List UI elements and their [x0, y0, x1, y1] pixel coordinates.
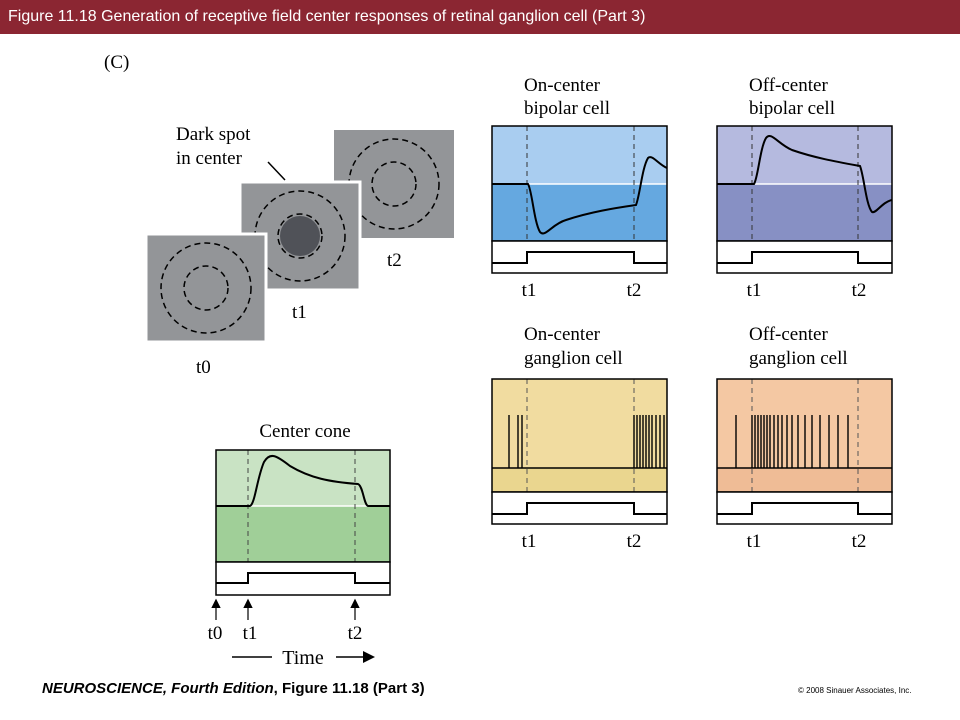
- axis-label-t1: t1: [747, 531, 762, 552]
- spike-train: [508, 415, 665, 468]
- axis-label-t1: t1: [522, 280, 537, 301]
- frame-label-t0: t0: [196, 357, 211, 378]
- center-ring: [371, 161, 417, 207]
- panel-title-line-1: Off-center: [749, 324, 828, 345]
- cone-response-trace: [216, 454, 390, 507]
- upper-zone: [717, 126, 892, 184]
- title-bar: Figure 11.18 Generation of receptive fie…: [0, 0, 960, 34]
- frame-label-t2: t2: [387, 250, 402, 271]
- timeline-label-t0: t0: [208, 623, 223, 644]
- center-cone-panel: Center cone t0 t1 t2 Time: [208, 421, 391, 669]
- on-bipolar-panel: On-center bipolar cell t1 t2: [491, 75, 668, 301]
- timeline-label-t2: t2: [348, 623, 363, 644]
- axis-label-t2: t2: [627, 280, 642, 301]
- spike-train: [735, 415, 849, 468]
- axis-label-t2: t2: [852, 531, 867, 552]
- upper-zone: [492, 126, 667, 184]
- callout-line-1: Dark spot: [176, 124, 251, 145]
- surround-ring: [160, 242, 252, 334]
- on-ganglion-panel: On-center ganglion cell t1 t2: [491, 324, 668, 552]
- panel-title-line-1: On-center: [524, 75, 601, 96]
- off-bipolar-trace: [717, 135, 893, 214]
- cone-stimulus-box: [215, 561, 391, 596]
- on-bipolar-trace: [492, 156, 668, 235]
- callout-pointer: [267, 161, 286, 181]
- cone-lower-zone: [216, 506, 390, 562]
- figure-title: Figure 11.18 Generation of receptive fie…: [8, 8, 646, 25]
- stimulus-group: Dark spot in center t0 t1 t2: [144, 124, 454, 378]
- stimulus-box: [716, 491, 893, 525]
- panel-title-line-2: ganglion cell: [524, 348, 623, 369]
- timeline-label-t1: t1: [243, 623, 258, 644]
- panel-title-line-1: On-center: [524, 324, 601, 345]
- panel-title-line-2: bipolar cell: [749, 98, 835, 119]
- lower-zone: [717, 184, 892, 241]
- footer-copyright: © 2008 Sinauer Associates, Inc.: [798, 686, 912, 695]
- footer-citation: NEUROSCIENCE, Fourth Edition, Figure 11.…: [42, 680, 425, 697]
- center-cone-title: Center cone: [259, 421, 350, 442]
- lower-zone: [492, 468, 667, 492]
- axis-label-t2: t2: [627, 531, 642, 552]
- dark-spot: [280, 216, 320, 256]
- panel-title-line-2: bipolar cell: [524, 98, 610, 119]
- stimulus-box: [491, 240, 668, 274]
- center-ring: [183, 265, 229, 311]
- cone-stimulus-trace: [216, 572, 390, 584]
- panel-title-line-2: ganglion cell: [749, 348, 848, 369]
- lower-zone: [492, 184, 667, 241]
- cone-upper-zone: [216, 450, 390, 506]
- figure-reference: , Figure 11.18 (Part 3): [273, 680, 425, 697]
- lower-zone: [717, 468, 892, 492]
- upper-zone: [492, 379, 667, 468]
- stimulus-box: [716, 240, 893, 274]
- book-title: NEUROSCIENCE, Fourth Edition: [42, 680, 274, 697]
- center-ring: [277, 213, 323, 259]
- off-ganglion-panel: Off-center ganglion cell t1 t2: [716, 324, 893, 552]
- callout-line-2: in center: [176, 148, 243, 169]
- axis-label-t2: t2: [852, 280, 867, 301]
- panel-title-line-1: Off-center: [749, 75, 828, 96]
- panel-label: (C): [104, 52, 129, 73]
- time-label: Time: [282, 647, 324, 669]
- axis-label-t1: t1: [522, 531, 537, 552]
- stimulus-frame-t0: [144, 232, 268, 344]
- axis-label-t1: t1: [747, 280, 762, 301]
- off-bipolar-panel: Off-center bipolar cell t1 t2: [716, 75, 893, 301]
- frame-label-t1: t1: [292, 302, 307, 323]
- stimulus-box: [491, 491, 668, 525]
